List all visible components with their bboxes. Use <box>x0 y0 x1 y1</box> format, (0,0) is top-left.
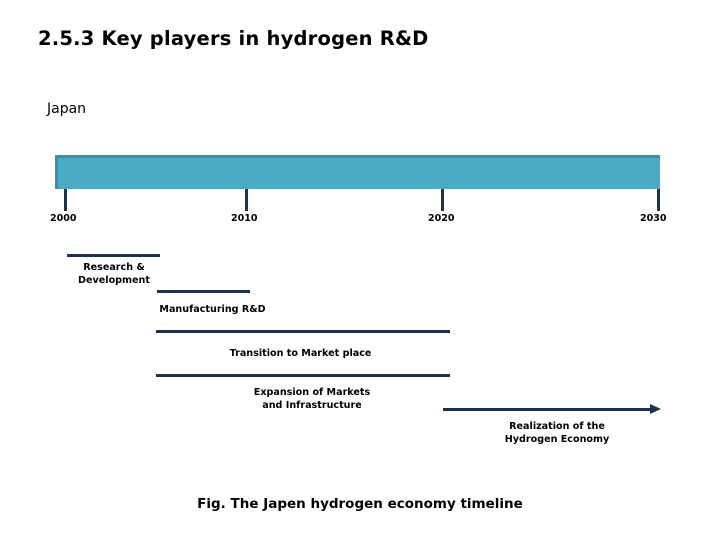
phase-label-0: Research & Development <box>78 262 150 286</box>
final-phase-arrow-line <box>443 408 653 411</box>
axis-tick-2020 <box>441 189 444 211</box>
axis-tick-label-2000: 2000 <box>50 213 77 224</box>
phase-bar-1 <box>157 290 250 293</box>
country-label: Japan <box>47 101 87 117</box>
axis-tick-2000 <box>64 189 67 211</box>
axis-tick-2030 <box>657 189 660 211</box>
axis-tick-label-2010: 2010 <box>231 213 258 224</box>
phase-bar-3 <box>156 374 450 377</box>
phase-label-3: Expansion of Markets and Infrastructure <box>253 387 371 411</box>
phase-label-4: Realization of the Hydrogen Economy <box>504 421 610 445</box>
phase-label-2: Transition to Market place <box>229 348 372 359</box>
figure-caption: Fig. The Japen hydrogen economy timeline <box>197 496 523 512</box>
axis-tick-label-2030: 2030 <box>640 213 667 224</box>
phase-label-1: Manufacturing R&D <box>159 304 266 315</box>
timeline-axis-bar <box>55 155 660 189</box>
final-phase-arrow-head <box>650 404 661 414</box>
page-title: 2.5.3 Key players in hydrogen R&D <box>38 27 429 50</box>
axis-tick-label-2020: 2020 <box>428 213 455 224</box>
axis-tick-2010 <box>245 189 248 211</box>
phase-bar-2 <box>156 330 450 333</box>
phase-bar-0 <box>67 254 160 257</box>
